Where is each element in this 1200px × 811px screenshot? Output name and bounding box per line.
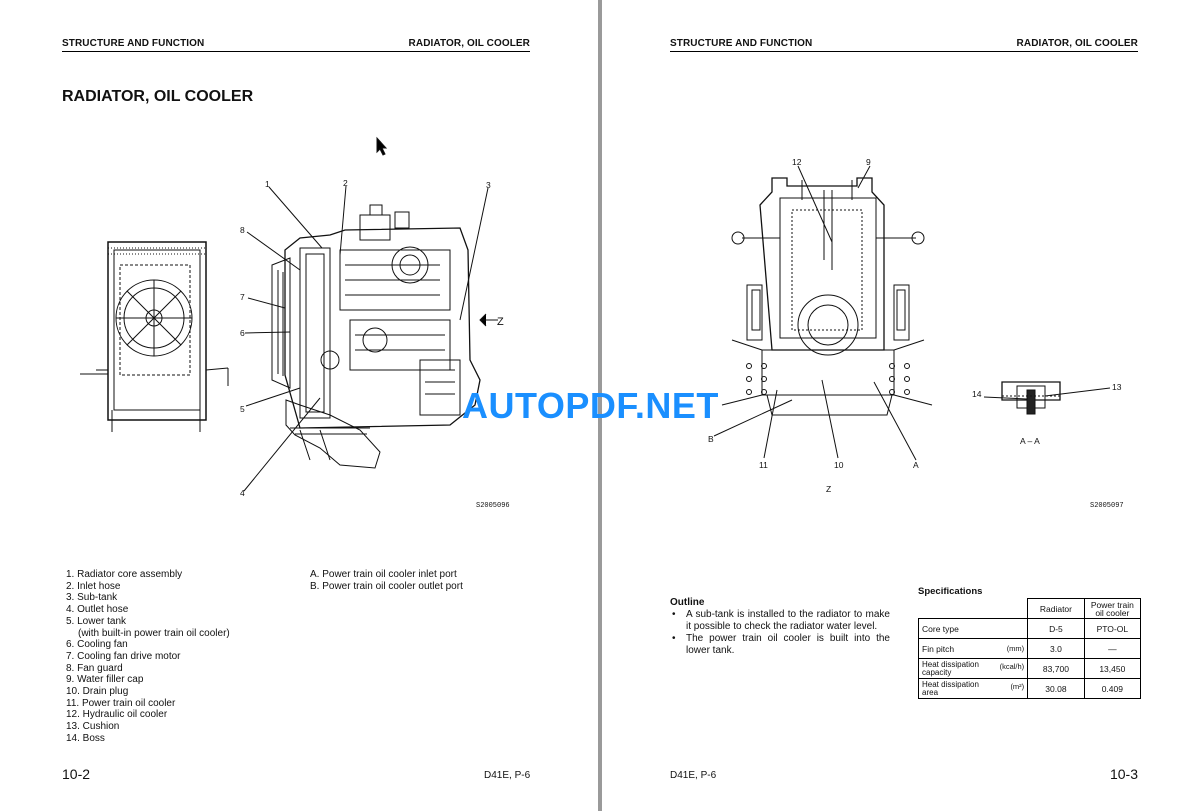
ports-list: A. Power train oil cooler inlet port B. … — [310, 569, 463, 592]
model-code: D41E, P-6 — [670, 770, 717, 781]
header-topic: RADIATOR, OIL COOLER — [408, 38, 530, 49]
header-section-title: STRUCTURE AND FUNCTION — [670, 38, 813, 49]
row-label: Core type — [922, 623, 959, 634]
callout-7: 7 — [240, 292, 245, 302]
table-row: (kcal/h) Heat dissipation capacity 83,700… — [917, 658, 1142, 679]
list-item: 12. Hydraulic oil cooler — [66, 709, 168, 721]
table-cell: D-5 — [1027, 618, 1085, 639]
table-corner — [918, 598, 1029, 619]
cursor-icon — [376, 136, 388, 156]
list-item: A sub-tank is installed to the radiator … — [670, 609, 890, 632]
radiator-illustration: 1 2 3 8 7 6 5 4 Z — [80, 136, 504, 498]
table-cell: 13,450 — [1083, 658, 1142, 679]
model-code: D41E, P-6 — [484, 770, 531, 781]
list-item: (with built-in power train oil cooler) — [78, 627, 230, 639]
callout-11: 11 — [759, 460, 768, 470]
table-cell: 3.0 — [1027, 638, 1085, 659]
table-row: Fin pitch (mm) 3.0 — — [917, 638, 1142, 659]
callout-2: 2 — [343, 178, 348, 188]
header-rule — [62, 51, 530, 52]
spec-table: Radiator Power train oil cooler Core typ… — [917, 598, 1142, 699]
list-item: The power train oil cooler is built into… — [670, 633, 890, 656]
spec-heading: Specifications — [918, 586, 983, 597]
list-item: 14. Boss — [66, 732, 105, 744]
callout-5: 5 — [240, 404, 245, 414]
section-label: A – A — [1020, 436, 1040, 446]
row-label: Heat dissipation capacity — [922, 659, 979, 677]
list-item: 4. Outlet hose — [66, 604, 129, 616]
list-item: 11. Power train oil cooler — [66, 697, 176, 709]
callout-14: 14 — [972, 389, 982, 399]
callout-6: 6 — [240, 328, 245, 338]
callout-13: 13 — [1112, 382, 1122, 392]
row-unit: (mm) — [1006, 643, 1025, 653]
row-label: Fin pitch — [922, 643, 955, 654]
header-section-title: STRUCTURE AND FUNCTION — [62, 38, 205, 49]
list-item: 1. Radiator core assembly — [66, 569, 183, 580]
row-label: Heat dissipation area — [922, 679, 979, 697]
row-unit: (kcal/h) — [999, 661, 1025, 671]
view-z-label: Z — [497, 316, 504, 328]
table-cell: PTO-OL — [1083, 618, 1142, 639]
callout-4: 4 — [240, 488, 245, 498]
header-topic: RADIATOR, OIL COOLER — [1016, 38, 1138, 49]
figure-id: S2005097 — [1090, 502, 1124, 510]
header-rule — [670, 51, 1138, 52]
list-item: 8. Fan guard — [66, 662, 123, 674]
outline-list: A sub-tank is installed to the radiator … — [670, 609, 890, 657]
table-cell: 83,700 — [1027, 658, 1085, 679]
list-item: 2. Inlet hose — [66, 580, 121, 592]
list-item: B. Power train oil cooler outlet port — [310, 580, 463, 592]
table-cell: 30.08 — [1027, 678, 1085, 699]
row-unit: (m²) — [1010, 681, 1025, 691]
watermark: AUTOPDF.NET — [462, 385, 719, 426]
callout-10: 10 — [834, 460, 844, 470]
list-item: 10. Drain plug — [66, 686, 129, 698]
parts-list: 1. Radiator core assembly 2. Inlet hose … — [66, 569, 230, 745]
table-header: Radiator — [1027, 598, 1085, 619]
table-header: Power train oil cooler — [1083, 598, 1142, 619]
list-item: 9. Water filler cap — [66, 674, 144, 686]
table-cell: — — [1083, 638, 1142, 659]
callout-3: 3 — [486, 180, 491, 190]
callout-A: A — [913, 460, 919, 470]
callout-1: 1 — [265, 179, 270, 189]
callout-12: 12 — [792, 157, 802, 167]
table-row: Core type D-5 PTO-OL — [917, 618, 1142, 639]
callout-9: 9 — [866, 157, 871, 167]
outline-heading: Outline — [670, 597, 705, 608]
list-item: A. Power train oil cooler inlet port — [310, 569, 457, 580]
list-item: 5. Lower tank — [66, 615, 127, 627]
list-item: 6. Cooling fan — [66, 639, 128, 651]
list-item: 7. Cooling fan drive motor — [66, 650, 181, 662]
list-item: 3. Sub-tank — [66, 592, 118, 604]
page-number: 10-3 — [1109, 766, 1138, 782]
right-page: STRUCTURE AND FUNCTION RADIATOR, OIL COO… — [602, 0, 1200, 811]
callout-B: B — [708, 434, 714, 444]
figure-id: S2005096 — [476, 502, 510, 510]
callout-8: 8 — [240, 225, 245, 235]
left-page: STRUCTURE AND FUNCTION RADIATOR, OIL COO… — [0, 0, 598, 811]
table-cell: 0.409 — [1083, 678, 1142, 699]
front-view-illustration: 12 9 B 11 10 A 14 13 A – A Z — [708, 157, 1122, 494]
view-z-label: Z — [826, 484, 831, 494]
table-row: (m²) Heat dissipation area 30.08 0.409 — [917, 678, 1142, 699]
page-title: RADIATOR, OIL COOLER — [62, 88, 254, 105]
page-number: 10-2 — [62, 766, 91, 782]
list-item: 13. Cushion — [66, 721, 120, 733]
